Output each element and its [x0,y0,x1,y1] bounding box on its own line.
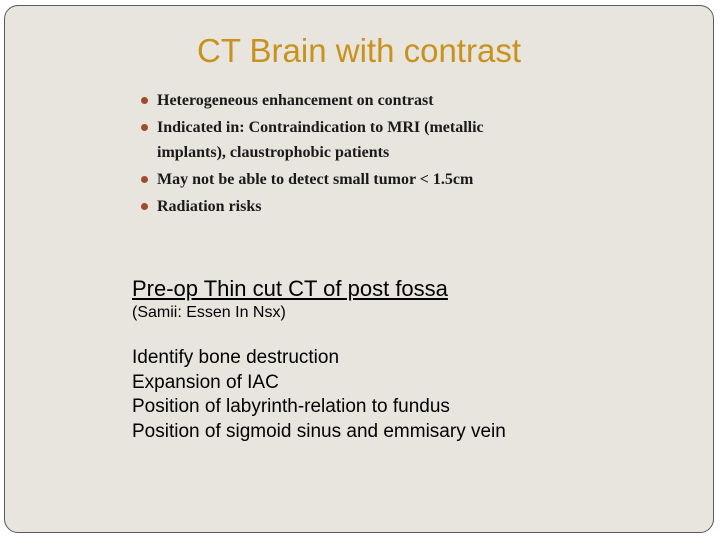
bullet-dot-icon [141,176,148,183]
bullet-dot-icon [141,124,148,131]
section-heading: Pre-op Thin cut CT of post fossa [132,276,448,301]
point-list: Identify bone destruction Expansion of I… [132,346,506,444]
slide: CT Brain with contrast Heterogeneous enh… [4,5,714,533]
bullet-item: Indicated in: Contraindication to MRI (m… [135,115,537,165]
bullet-text: Heterogeneous enhancement on contrast [157,92,434,109]
bullet-dot-icon [141,97,148,104]
point-item: Expansion of IAC [132,371,279,393]
citation: (Samii: Essen In Nsx) [132,304,286,321]
bullet-text: May not be able to detect small tumor < … [157,171,474,188]
point-item: Identify bone destruction [132,347,340,368]
bullet-dot-icon [141,203,148,210]
bullet-text: Indicated in: Contraindication to MRI (m… [157,119,484,161]
slide-title: CT Brain with contrast [196,32,521,69]
point-item: Position of labyrinth-relation to fundus [132,396,450,417]
bullet-item: Heterogeneous enhancement on contrast [135,88,555,113]
point-item: Position of sigmoid sinus and emmisary v… [132,420,506,442]
bullet-list: Heterogeneous enhancement on contrast In… [135,88,555,221]
bullet-item: Radiation risks [135,194,555,219]
bullet-text: Radiation risks [157,198,262,215]
bullet-item: May not be able to detect small tumor < … [135,167,527,192]
